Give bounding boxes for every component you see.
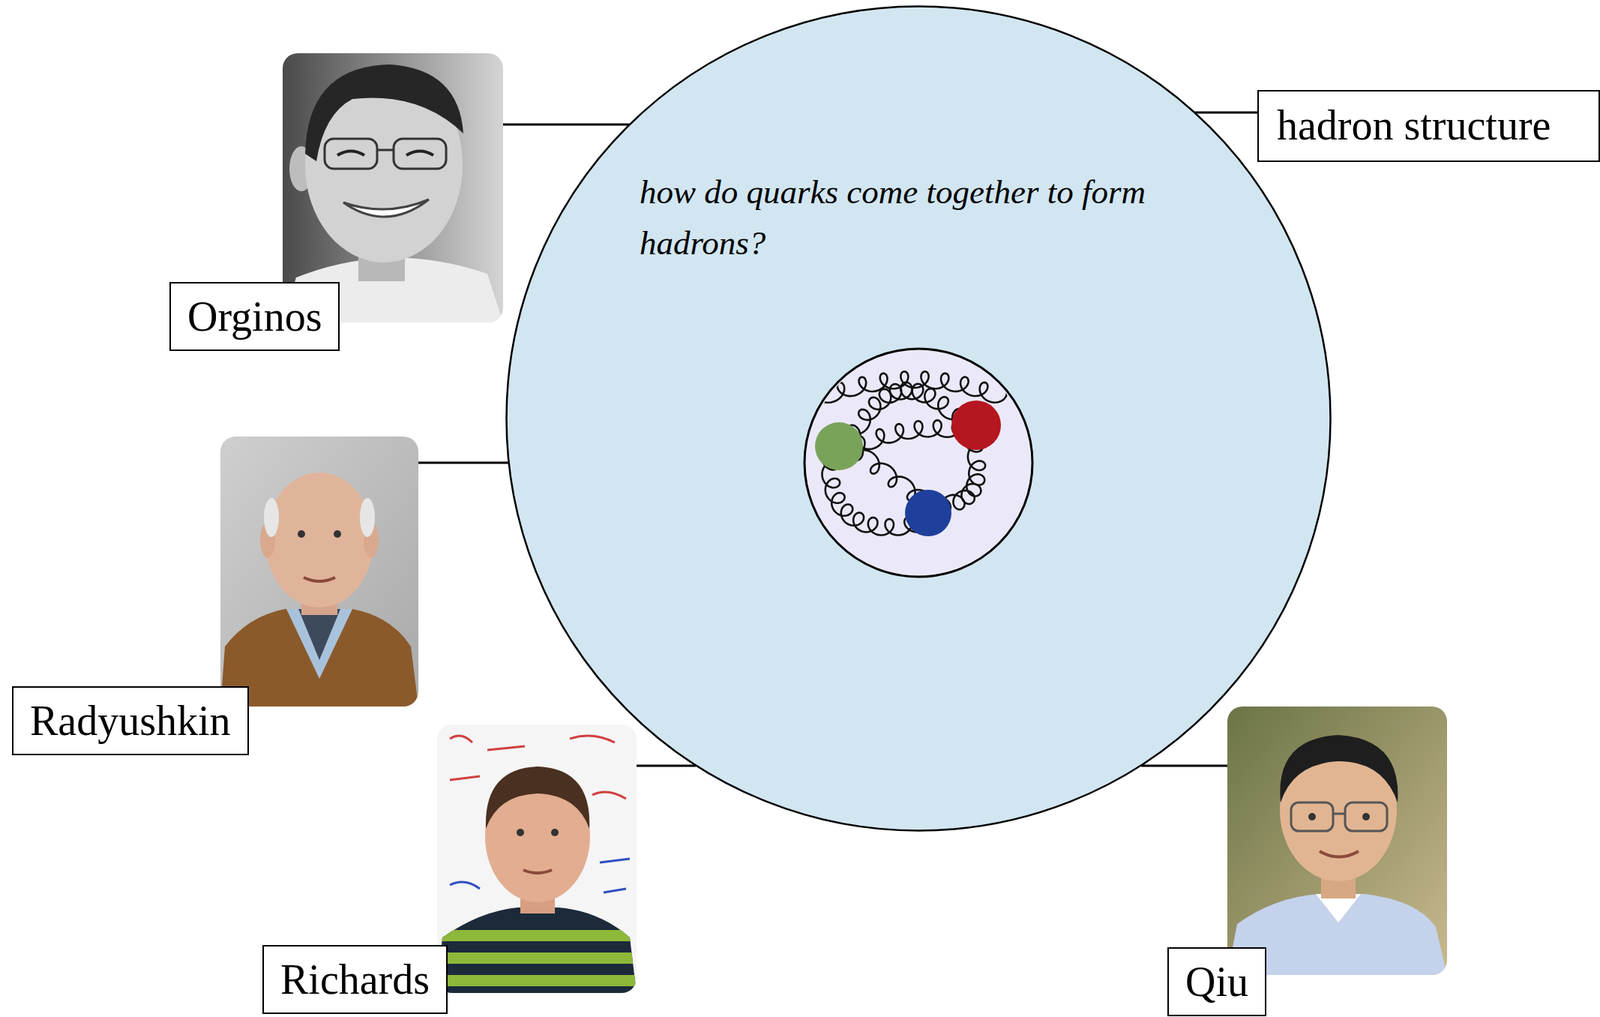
connector-line: [1195, 111, 1258, 114]
photo-qiu-part: [1279, 734, 1398, 803]
photo-qiu-part: [1362, 812, 1370, 821]
photo-radyushkin-part: [301, 584, 338, 615]
gluon-line: [924, 423, 986, 513]
question-text: how do quarks come together to form hadr…: [639, 166, 1225, 269]
photo-richards-part: [437, 907, 637, 993]
photo-richards-part-part: [437, 974, 637, 986]
circle-outline: [505, 5, 1332, 832]
photo-richards: [437, 724, 637, 993]
photo-richards-part: [516, 828, 525, 836]
photo-orginos-part: [289, 146, 314, 192]
connector-line: [418, 461, 509, 465]
photo-orginos-part: [305, 67, 463, 263]
photo-qiu-part: [1319, 850, 1359, 857]
photo-radyushkin-part: [286, 608, 353, 679]
photo-richards-part-part: [437, 952, 637, 964]
hadron-illustration-part: [814, 422, 863, 471]
person-card: Radyushkin: [220, 436, 419, 707]
photo-orginos-part: [343, 199, 429, 217]
connector-line: [503, 123, 630, 126]
hadron-illustration-part: [804, 348, 1033, 577]
photo-orginos-part: [377, 149, 394, 152]
gluon-lines: [815, 371, 1007, 535]
name-label-box: Radyushkin: [11, 686, 249, 756]
photo-qiu-part: [1333, 812, 1346, 815]
photo-richards-part-part: [437, 929, 637, 941]
person-name: Qiu: [1185, 954, 1249, 1009]
photo-qiu-part: [1308, 812, 1316, 821]
photo-richards-part: [485, 766, 590, 829]
photo-richards-part: [520, 884, 555, 914]
name-label-box: Orginos: [169, 281, 340, 351]
photo-orginos-part: [324, 138, 378, 169]
person-card: Richards: [437, 724, 637, 993]
gluon-line: [838, 382, 977, 453]
photo-qiu-part: [1345, 802, 1388, 831]
photo-radyushkin-part: [297, 530, 306, 538]
circle-fill: [506, 6, 1331, 831]
gluon-line: [821, 441, 933, 535]
photo-radyushkin-part: [265, 472, 374, 608]
topic-circle: how do quarks come together to form hadr…: [505, 5, 1332, 832]
person-name: Radyushkin: [29, 693, 231, 748]
photo-radyushkin-part: [363, 521, 379, 558]
person-name: Richards: [280, 952, 430, 1007]
topic-label: hadron structure: [1276, 100, 1581, 150]
hadron-illustration-part: [904, 489, 952, 537]
photo-orginos-part: [406, 151, 434, 156]
topic-box: hadron structure: [1257, 89, 1600, 162]
photo-qiu-part: [1291, 802, 1334, 831]
hadron-illustration-part: [951, 400, 1001, 450]
photo-radyushkin-part: [220, 436, 419, 707]
name-label-box: Richards: [262, 944, 448, 1014]
photo-qiu-part: [1279, 738, 1397, 881]
person-card: Qiu: [1227, 706, 1448, 975]
name-label-box: Qiu: [1167, 946, 1267, 1016]
photo-radyushkin-part: [260, 521, 276, 558]
photo-orginos-part: [305, 64, 464, 162]
photo-radyushkin-part: [220, 608, 419, 707]
photo-qiu-part: [1321, 868, 1356, 899]
photo-qiu-part: [1315, 893, 1361, 923]
photo-richards-part: [437, 724, 637, 993]
photo-orginos-part: [337, 151, 365, 156]
person-card: Orginos: [282, 53, 504, 323]
photo-qiu-part: [1227, 893, 1448, 975]
photo-qiu: [1227, 706, 1448, 975]
photo-radyushkin-part: [333, 530, 342, 538]
connector-line: [1141, 764, 1228, 768]
photo-orginos-part: [282, 257, 504, 323]
hadron-illustration: [804, 348, 1033, 577]
photo-orginos: [282, 53, 504, 323]
connector-line: [636, 764, 696, 768]
gluon-line: [815, 371, 1007, 402]
person-name: Orginos: [187, 289, 322, 344]
gluon-line: [838, 436, 935, 513]
photo-radyushkin-part: [359, 497, 375, 537]
photo-radyushkin-part: [263, 497, 279, 537]
photo-qiu-part: [1227, 706, 1448, 975]
photo-richards-part: [485, 770, 591, 902]
photo-radyushkin-part: [303, 577, 336, 582]
photo-richards-part: [449, 735, 627, 799]
photo-richards-part: [449, 858, 630, 893]
photo-orginos-part: [393, 138, 447, 169]
photo-radyushkin-part: [298, 608, 341, 660]
photo-richards-part: [437, 929, 637, 986]
gluon-line: [837, 419, 980, 458]
photo-richards-part: [523, 869, 552, 873]
photo-orginos-part: [358, 236, 405, 282]
photo-richards-part: [551, 828, 559, 836]
photo-radyushkin: [220, 436, 419, 707]
photo-orginos-part: [282, 53, 504, 323]
